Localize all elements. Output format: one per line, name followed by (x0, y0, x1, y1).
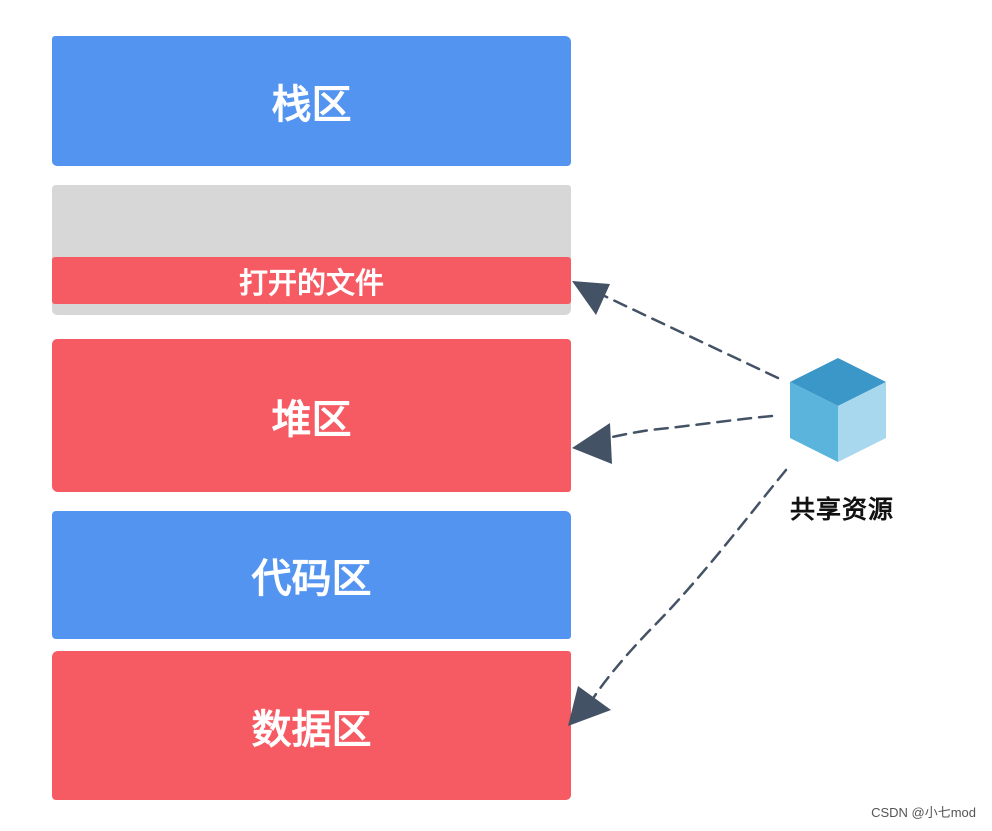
cube-icon (790, 358, 886, 462)
data-region-block: 数据区 (52, 651, 571, 800)
arrow-to-heap (596, 414, 774, 442)
arrowhead-heap (572, 423, 612, 464)
stack-region-block: 栈区 (52, 36, 571, 166)
cube-left-face (790, 382, 838, 462)
stack-region-label: 栈区 (271, 82, 352, 128)
watermark: CSDN @小七mod (871, 805, 976, 820)
arrowhead-data (568, 686, 611, 726)
code-region-block: 代码区 (52, 511, 571, 639)
arrow-to-data (590, 468, 788, 702)
open-files-region-label: 打开的文件 (238, 265, 384, 300)
cube-right-face (838, 382, 886, 462)
heap-region-block: 堆区 (52, 339, 571, 492)
arrow-to-open-files (594, 290, 780, 380)
shared-resource-label: 共享资源 (789, 495, 894, 524)
open-files-region-block: 打开的文件 (52, 257, 571, 304)
arrowhead-open-files (572, 281, 610, 315)
heap-region-label: 堆区 (271, 396, 352, 443)
data-region-label: 数据区 (251, 706, 372, 753)
code-region-label: 代码区 (251, 556, 372, 602)
